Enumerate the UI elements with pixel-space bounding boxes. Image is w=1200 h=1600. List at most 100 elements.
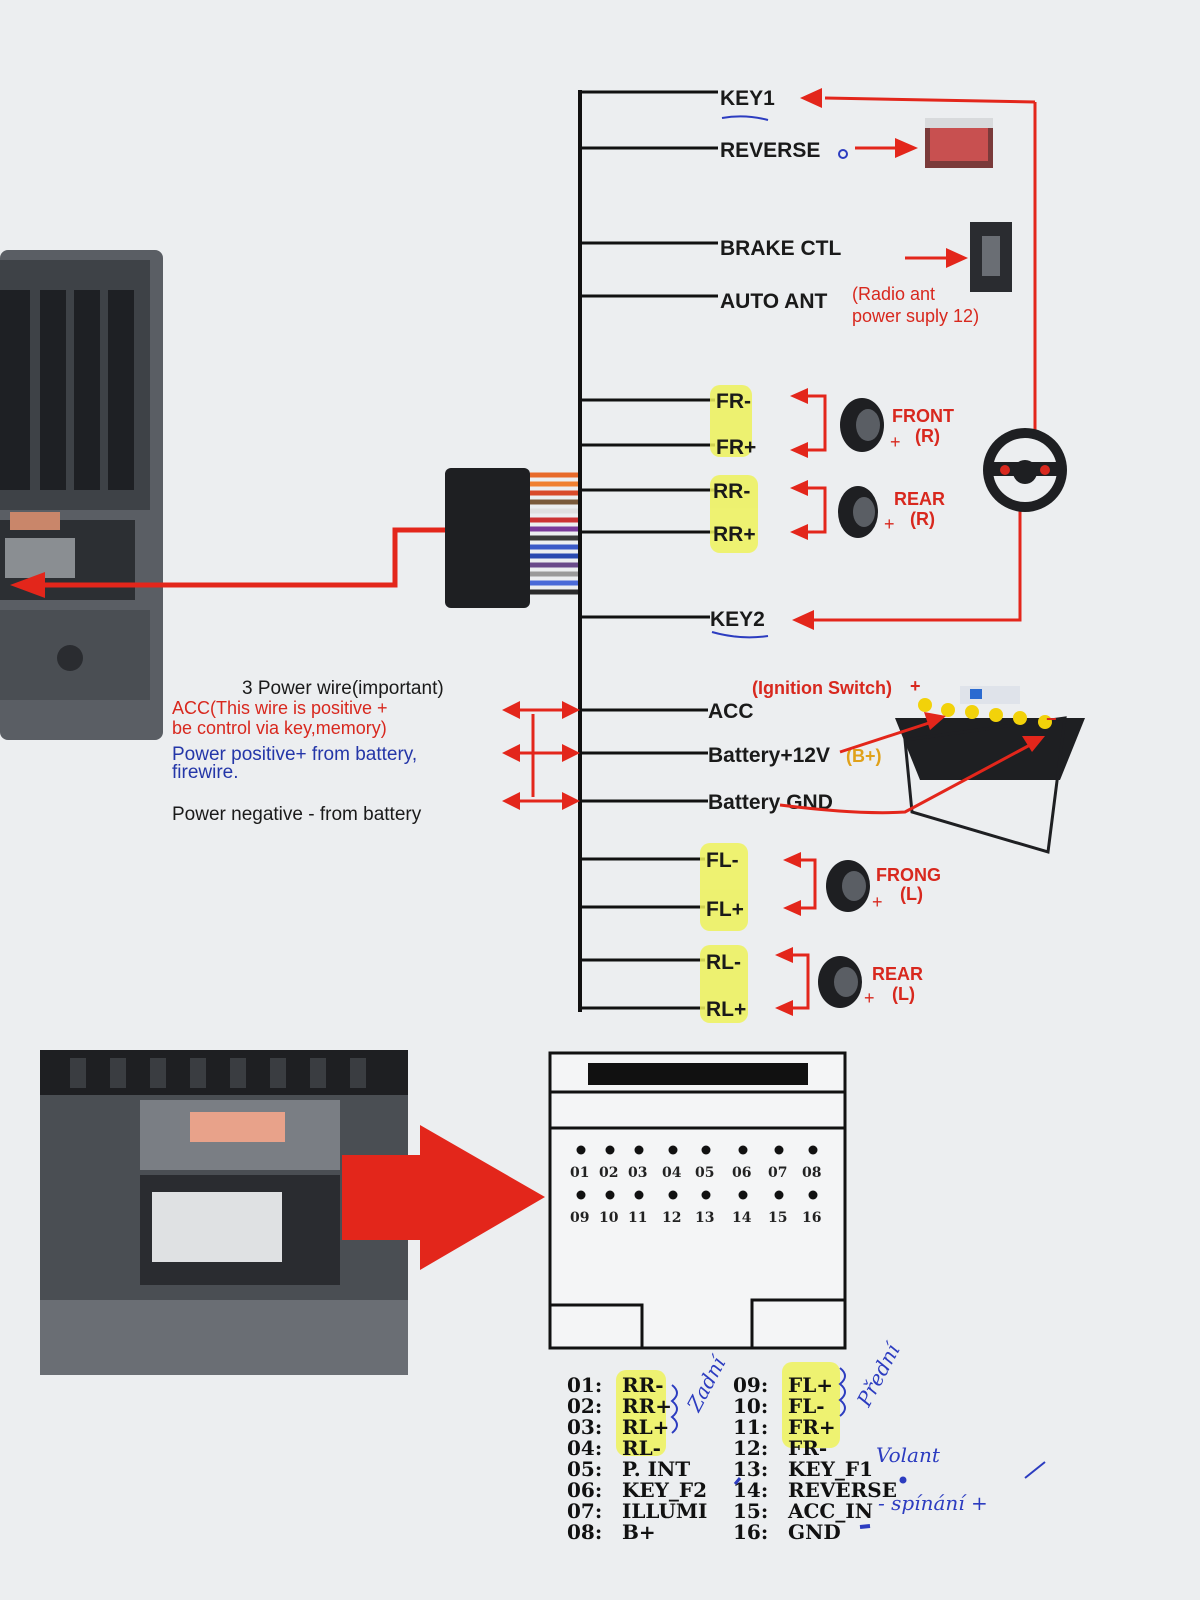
pin-number: 16 [802,1210,821,1226]
wire-reverse: REVERSE [720,139,820,162]
pin-dot [634,1190,644,1200]
pin-dot [605,1145,615,1155]
legend-pin-name: FL+ [788,1373,833,1397]
wire-fr-minus: FR- [716,390,751,413]
svg-text:−: − [1046,709,1057,729]
legend-highlights [616,1362,840,1456]
legend-pin-name: P. INT [622,1457,690,1481]
neg-note: Power negative - from battery [172,804,422,825]
pin-number: 09 [570,1210,589,1226]
acc-note-1: ACC(This wire is positive + [172,698,388,718]
speaker-front-r: + FRONT (R) [790,388,954,458]
wire-batt12: Battery+12V [708,744,830,767]
speaker-front-l-label-2: (L) [900,884,923,904]
legend-pin-number: 09: [733,1373,768,1397]
pin-dot [738,1190,748,1200]
wire-rr-plus: RR+ [713,523,756,546]
pin-dot [774,1145,784,1155]
pin-dot [668,1145,678,1155]
pin-dot [701,1145,711,1155]
legend-pin-name: FR- [788,1436,827,1460]
pin-number: 06 [732,1165,751,1181]
speaker-front-r-label-2: (R) [915,426,940,446]
pin-dot [634,1145,644,1155]
pin-number: 12 [662,1210,681,1226]
legend-pin-name: RR+ [622,1394,672,1418]
legend-pin-name: REVERSE [788,1478,897,1502]
pin-dot [774,1190,784,1200]
harness-connector [10,468,580,608]
ignition-note: (Ignition Switch) [752,678,892,698]
legend-pin-name: FR+ [788,1415,836,1439]
legend-pin-number: 12: [733,1436,768,1460]
wire-fl-plus: FL+ [706,898,744,921]
legend-pin-number: 07: [567,1499,602,1523]
pin-dot [808,1190,818,1200]
power-notes: 3 Power wire(important) ACC(This wire is… [172,678,444,825]
harness-wires [530,472,580,595]
speaker-rear-r: + REAR (R) [790,480,945,540]
pin-number: 07 [768,1165,787,1181]
pin-number: 01 [570,1165,589,1181]
legend-pin-name: ACC_IN [787,1499,873,1523]
speaker-front-l-label-1: FRONG [876,865,941,885]
legend-pin-number: 01: [567,1373,602,1397]
battery-positive-arrow [839,720,933,754]
pin-number: 10 [599,1210,619,1226]
key2-arrowhead [792,610,814,630]
legend-pin-number: 05: [567,1457,602,1481]
svg-text:+: + [890,432,901,452]
pin-number: 05 [695,1165,714,1181]
pin-number: 15 [768,1210,787,1226]
hand-note-switching: - spínání + [878,1491,988,1515]
pin-number: 03 [628,1165,647,1181]
speaker-rear-l-label-2: (L) [892,984,915,1004]
hand-note-steering: Volant [876,1443,941,1467]
auto-ant-note-2: power suply 12) [852,306,979,326]
wire-rl-plus: RL+ [706,998,746,1021]
speaker-rear-r-label-1: REAR [894,489,945,509]
legend-pin-number: 03: [567,1415,602,1439]
battery-negative-arrow [779,743,1031,815]
legend-pin-number: 10: [733,1394,768,1418]
svg-text:+: + [864,988,875,1008]
brake-switch [905,222,1012,292]
auto-ant-note-1: (Radio ant [852,284,935,304]
legend-pin-number: 06: [567,1478,602,1502]
battery-icon: (Ignition Switch) + − [752,676,1085,854]
pos-note-2: firewire. [172,762,239,783]
legend-pin-name: B+ [622,1520,656,1544]
wire-rl-minus: RL- [706,951,741,974]
legend-pin-name: KEY_F2 [622,1478,707,1502]
pin-legend: 01:RR-02:RR+03:RL+04:RL-05:P. INT06:KEY_… [567,1373,897,1544]
steering-key-loop [800,96,1037,622]
big-red-arrow [342,1125,545,1270]
legend-pin-number: 15: [733,1499,768,1523]
wire-key1: KEY1 [720,87,775,110]
heatsink-fins [0,290,134,490]
pen-underline-key1 [721,115,769,121]
pin-number: 11 [628,1210,647,1226]
pin-dot [576,1145,586,1155]
pin-dot [738,1145,748,1155]
wire-labels: KEY1 REVERSE BRAKE CTL AUTO ANT FR- FR+ … [706,87,841,1021]
pin-dot [808,1145,818,1155]
speaker-front-r-label-1: FRONT [892,406,954,426]
legend-pin-name: KEY_F1 [788,1457,873,1481]
power-title: 3 Power wire(important) [242,678,444,699]
reverse-camera [838,118,993,168]
pin-connector [548,1051,847,1350]
wire-brake: BRAKE CTL [720,237,841,260]
svg-text:+: + [910,676,921,696]
pos-note-1: Power positive+ from battery, [172,744,417,765]
radio-unit-photo [0,250,163,740]
pin-number: 13 [695,1210,714,1226]
connector-photo [40,1050,408,1375]
wire-rr-minus: RR- [713,480,750,503]
legend-pin-number: 13: [733,1457,768,1481]
legend-pin-name: FL- [788,1394,825,1418]
legend-pin-name: RL- [622,1436,661,1460]
